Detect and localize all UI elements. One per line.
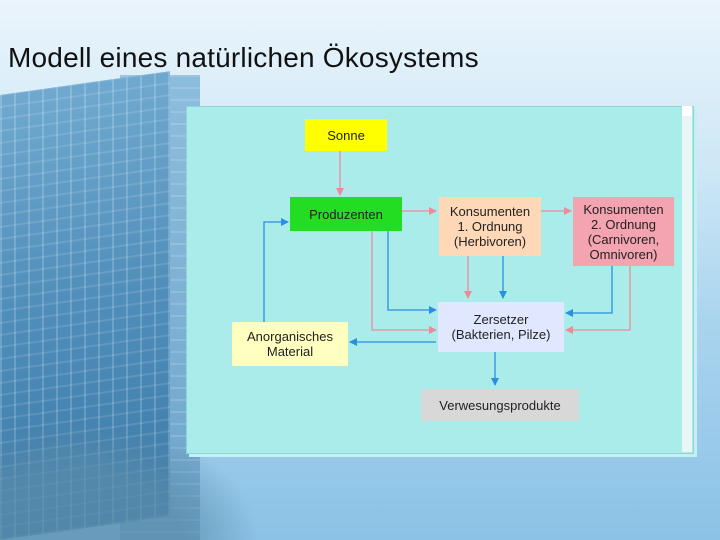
arrow-producers-blue-to-decomposers — [388, 231, 436, 310]
arrow-consumers2-blue-to-decomposers — [566, 266, 612, 313]
arrow-consumers2-to-decomposers — [566, 266, 630, 330]
node-anorganisches-material: Anorganisches Material — [232, 322, 348, 366]
node-konsumenten-2: Konsumenten 2. Ordnung (Carnivoren, Omni… — [573, 197, 674, 266]
node-sonne: Sonne — [305, 119, 387, 151]
arrow-producers-to-decomposers — [372, 231, 436, 330]
node-produzenten: Produzenten — [290, 197, 402, 231]
arrow-inorganic-to-producers — [264, 222, 288, 322]
node-verwesungsprodukte: Verwesungsprodukte — [421, 389, 579, 421]
node-zersetzer: Zersetzer (Bakterien, Pilze) — [438, 302, 564, 352]
node-konsumenten-1: Konsumenten 1. Ordnung (Herbivoren) — [439, 197, 541, 256]
